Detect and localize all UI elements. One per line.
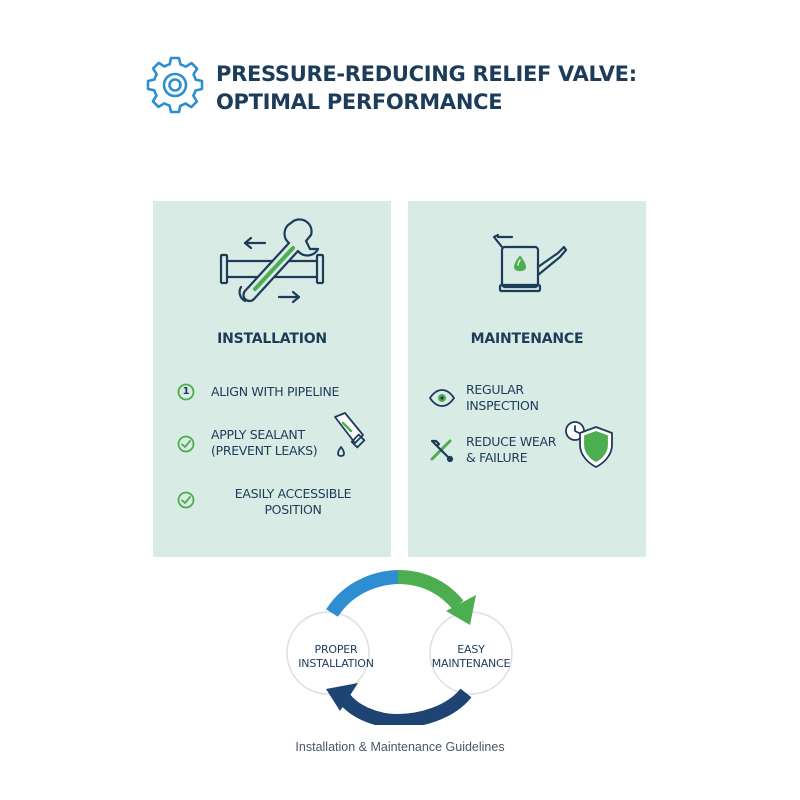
proper-installation-node <box>286 611 370 695</box>
item-wear-line-2: & FAILURE <box>466 450 528 465</box>
proper-installation-label: PROPER INSTALLATION <box>288 643 384 671</box>
easy-maintenance-line-2: MAINTENANCE <box>431 657 511 670</box>
step-sealant: APPLY SEALANT (PREVENT LEAKS) <box>211 427 341 459</box>
number-one-icon <box>177 383 195 401</box>
check-circle-icon <box>177 435 195 453</box>
sealant-tube-icon <box>334 412 366 457</box>
step-position: EASILY ACCESSIBLE POSITION <box>203 486 383 518</box>
proper-installation-line-1: PROPER <box>314 643 358 656</box>
header: PRESSURE-REDUCING RELIEF VALVE: OPTIMAL … <box>146 56 666 118</box>
item-wear-line-1: REDUCE WEAR <box>466 434 557 449</box>
eye-icon <box>428 389 456 407</box>
cycle-diagram <box>286 570 513 725</box>
installation-heading: INSTALLATION <box>217 331 327 347</box>
maintenance-heading: MAINTENANCE <box>470 331 584 347</box>
step-position-line-2: POSITION <box>264 502 322 517</box>
installation-panel: INSTALLATION 1 ALIGN WITH PIPELINE APPLY… <box>153 201 391 557</box>
check-circle-icon <box>177 491 195 509</box>
step-position-line-1: EASILY ACCESSIBLE <box>234 486 352 501</box>
gear-icon <box>146 56 204 114</box>
maintenance-panel: MAINTENANCE REGULAR INSPECTION REDUCE WE… <box>408 201 646 557</box>
cycle-arrowhead-green <box>446 595 476 625</box>
title-line-1: PRESSURE-REDUCING RELIEF VALVE: <box>216 62 637 86</box>
caption: Installation & Maintenance Guidelines <box>295 740 505 754</box>
easy-maintenance-label: EASY MAINTENANCE <box>421 643 521 671</box>
cycle-arrow-bottom-navy <box>336 688 472 725</box>
easy-maintenance-line-1: EASY <box>457 643 485 656</box>
oil-can-icon <box>492 233 568 293</box>
cycle-arrow-top-blue <box>326 570 401 618</box>
step-align-line-1: ALIGN WITH PIPELINE <box>211 384 340 399</box>
step-sealant-line-1: APPLY SEALANT <box>211 427 305 442</box>
item-wear: REDUCE WEAR & FAILURE <box>466 434 576 466</box>
page-title: PRESSURE-REDUCING RELIEF VALVE: OPTIMAL … <box>216 60 676 116</box>
title-line-2: OPTIMAL PERFORMANCE <box>216 90 503 114</box>
step-number: 1 <box>182 386 190 397</box>
tools-icon <box>430 439 454 463</box>
item-inspection-line-2: INSPECTION <box>466 398 539 413</box>
item-inspection-line-1: REGULAR <box>466 382 524 397</box>
item-inspection: REGULAR INSPECTION <box>466 382 606 414</box>
step-sealant-line-2: (PREVENT LEAKS) <box>211 443 318 458</box>
proper-installation-line-2: INSTALLATION <box>298 657 374 670</box>
pipe-wrench-icon <box>219 218 325 304</box>
cycle-arrow-top-green <box>397 570 464 610</box>
cycle-arrowhead-navy <box>326 683 358 711</box>
shield-clock-icon <box>565 421 613 468</box>
step-align: ALIGN WITH PIPELINE <box>211 384 381 400</box>
